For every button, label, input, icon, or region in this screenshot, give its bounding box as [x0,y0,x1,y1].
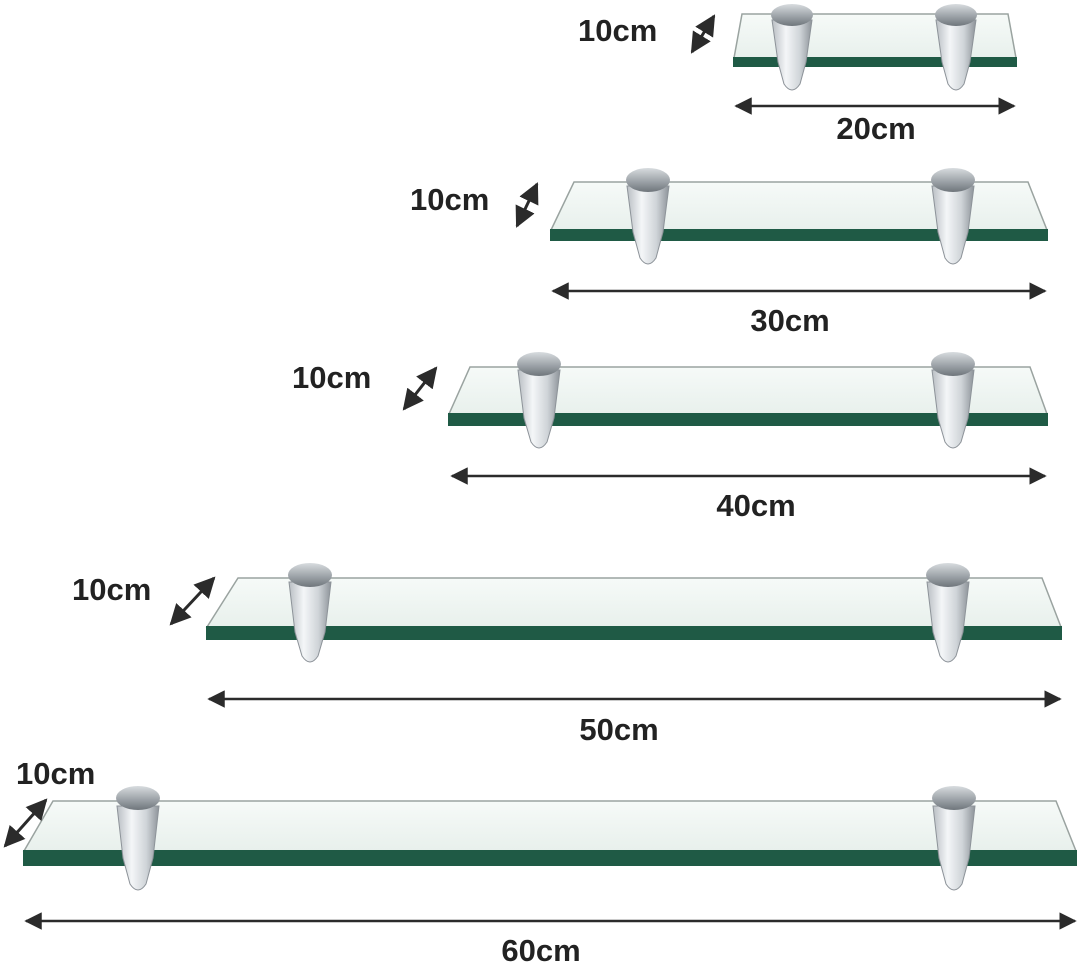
depth-arrow [169,576,216,626]
depth-arrow [690,14,716,54]
depth-arrow [515,182,539,228]
bracket-right [932,786,976,891]
bracket-left [771,4,813,91]
shelf-20cm: 10cm 20cm [578,4,1017,146]
width-label: 20cm [836,111,915,146]
depth-label: 10cm [578,13,657,48]
bracket-right [931,352,975,449]
glass-front-edge [733,57,1017,67]
shelf-30cm: 10cm 30cm [410,168,1049,338]
depth-label: 10cm [292,360,371,395]
glass-top [22,800,1078,852]
bracket-left [517,352,561,449]
glass-front-edge [448,413,1048,426]
depth-arrow [3,798,48,848]
bracket-right [931,168,975,265]
bracket-right [926,563,970,663]
shelf-50cm: 10cm 50cm [72,563,1063,747]
width-label: 60cm [501,933,580,965]
width-label: 50cm [579,712,658,747]
bracket-left [626,168,670,265]
depth-label: 10cm [72,572,151,607]
glass-front-edge [23,850,1077,866]
bracket-left [116,786,160,891]
depth-label: 10cm [410,182,489,217]
bracket-left [288,563,332,663]
glass-front-edge [206,626,1062,640]
depth-label: 10cm [16,756,95,791]
glass-front-edge [550,229,1048,241]
depth-arrow [402,366,438,411]
shelf-60cm: 10cm 60cm [3,756,1078,965]
width-label: 30cm [750,303,829,338]
width-label: 40cm [716,488,795,523]
bracket-right [935,4,977,91]
shelf-40cm: 10cm 40cm [292,352,1049,523]
